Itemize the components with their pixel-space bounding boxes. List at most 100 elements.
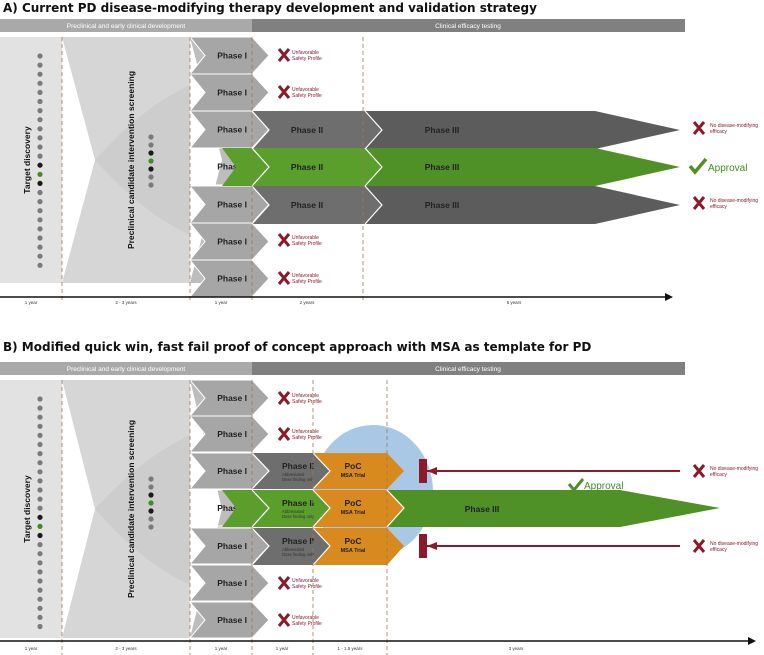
separators-b (61, 380, 388, 655)
svg-text:MSA Trial: MSA Trial (341, 548, 366, 554)
band-clinical-label-b: Clinical efficacy testing (435, 366, 501, 373)
timeline-b-4: 1 year (276, 646, 289, 651)
dot (37, 496, 43, 502)
svg-text:Abbreviated: Abbreviated (282, 547, 305, 552)
dot (37, 98, 43, 105)
approval-label-a: Approval (708, 163, 747, 174)
svg-text:Phase II: Phase II (282, 461, 314, 471)
svg-text:No disease-modifying: No disease-modifying (710, 466, 758, 472)
dot (37, 423, 43, 429)
poc-top (313, 453, 404, 489)
cross-icon (692, 464, 706, 478)
phase1-label: Phase I (217, 615, 247, 625)
dot (37, 514, 43, 520)
svg-text:efficacy: efficacy (710, 129, 727, 135)
no-efficacy-top: No disease-modifying efficacy (692, 121, 758, 135)
separators-a (61, 37, 364, 300)
dot (37, 108, 43, 114)
dot (37, 478, 43, 484)
svg-text:MSA Trial: MSA Trial (341, 510, 366, 516)
svg-text:Safety Profile: Safety Profile (292, 399, 322, 405)
phase1-label: Phase I (217, 51, 247, 61)
no-efficacy-bottom-b: No disease-modifying efficacy (692, 539, 758, 553)
svg-text:Unfavorable: Unfavorable (292, 235, 319, 241)
cross-icon (277, 85, 291, 99)
dot (37, 505, 43, 511)
dot (37, 189, 43, 196)
dot (37, 144, 43, 150)
svg-text:Unfavorable: Unfavorable (292, 273, 319, 279)
band-preclinical-label-b: Preclinical and early clinical developme… (67, 366, 186, 373)
timeline-a-2: 2 - 3 years (115, 300, 137, 305)
dot (37, 62, 43, 68)
dot (37, 487, 43, 493)
dot (37, 53, 43, 59)
phase1-label: Phase I (217, 503, 247, 513)
svg-text:Abbreviated: Abbreviated (282, 472, 305, 477)
phase1-label: Phase I (217, 578, 247, 588)
dot (37, 126, 43, 132)
panel-a-title: A) Current PD disease-modifying therapy … (3, 1, 537, 15)
phase2-label-a3: Phase II (291, 200, 323, 210)
dot (148, 134, 154, 140)
dot (37, 560, 43, 566)
timeline-a-1: 1 year (25, 300, 38, 305)
cross-icon (277, 613, 291, 627)
phase1-label: Phase I (217, 466, 247, 476)
dot (37, 542, 43, 548)
phase3-arrow-b (387, 490, 720, 527)
phase1-label: Phase I (217, 541, 247, 551)
dot (148, 166, 154, 172)
poc-middle (313, 490, 404, 527)
timeline-a-3: 1 year (215, 300, 228, 305)
phase2-label-a2: Phase II (291, 162, 323, 172)
dot (37, 253, 43, 259)
phase3-arrow-top (365, 111, 680, 149)
svg-text:MSA Trial: MSA Trial (341, 473, 366, 479)
svg-text:Unfavorable: Unfavorable (292, 429, 319, 435)
band-preclinical-label: Preclinical and early clinical developme… (67, 23, 186, 30)
phase2-arrow-top (252, 111, 382, 149)
svg-text:No disease-modifying: No disease-modifying (710, 541, 758, 547)
cross-icon (692, 539, 706, 553)
dot (37, 171, 43, 177)
dot (37, 153, 43, 159)
poc-bottom (313, 528, 404, 565)
dot (37, 432, 43, 438)
dot (37, 80, 43, 86)
cross-icon (692, 196, 706, 210)
cross-icon (277, 271, 291, 285)
phase1-label: Phase I (217, 125, 247, 135)
cross-icon (277, 48, 291, 62)
fast-fail-arrow-top (419, 459, 680, 483)
dot (37, 199, 43, 205)
dot (148, 508, 154, 514)
svg-text:Dose finding only: Dose finding only (282, 552, 315, 557)
dot (37, 605, 43, 611)
approval-label-b: Approval (584, 481, 623, 492)
phase1-label: Phase I (217, 274, 247, 284)
phase2-label-a1: Phase II (291, 125, 323, 135)
dot (37, 396, 43, 402)
dot (37, 551, 43, 557)
dot (37, 569, 43, 575)
target-discovery-label-b: Target discovery (22, 475, 32, 543)
timeline-a-4: 2 years (300, 300, 316, 305)
no-efficacy-bottom: No disease-modifying efficacy (692, 196, 758, 210)
approval-a: Approval (688, 157, 747, 175)
svg-text:Safety Profile: Safety Profile (292, 241, 322, 247)
timeline-a-5: 5 years (507, 300, 523, 305)
target-discovery-label: Target discovery (22, 126, 32, 194)
phase1-label: Phase I (217, 200, 247, 210)
svg-text:No disease-modifying: No disease-modifying (710, 198, 758, 204)
dot (148, 174, 154, 180)
dot (37, 523, 43, 530)
